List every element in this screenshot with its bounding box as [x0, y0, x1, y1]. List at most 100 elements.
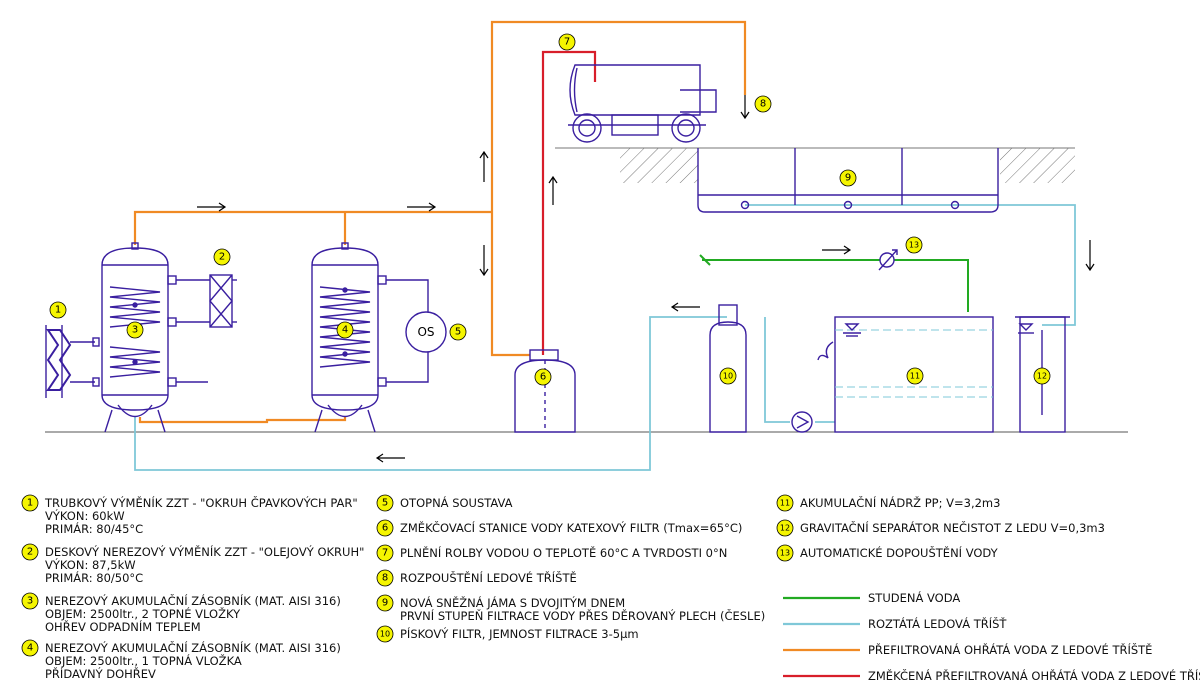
pipes-cold-water	[699, 254, 969, 312]
badge-9: 9	[839, 169, 857, 187]
badge-2: 2	[213, 248, 231, 266]
heating-system-os: OS	[405, 311, 447, 353]
svg-text:11: 11	[910, 372, 920, 381]
legend-badge-number: 2	[27, 547, 33, 558]
softening-station	[514, 349, 576, 433]
svg-text:10: 10	[723, 372, 733, 381]
legend-text: PÍSKOVÝ FILTR, JEMNOST FILTRACE 3-5μm	[400, 626, 639, 641]
color-key-label: PŘEFILTROVANÁ OHŘÁTÁ VODA Z LEDOVÉ TŘÍŠT…	[868, 642, 1152, 657]
legend-text: OHŘEV ODPADNÍM TEPLEM	[45, 619, 201, 634]
legend-text: PŘÍDAVNÝ DOHŘEV	[45, 666, 156, 681]
legend-item-1: 1 TRUBKOVÝ VÝMĚNÍK ZZT - "OKRUH ČPAVKOVÝC…	[21, 494, 358, 536]
svg-text:1: 1	[55, 305, 61, 316]
badge-8: 8	[754, 95, 772, 113]
legend-badge-number: 5	[382, 498, 388, 509]
storage-tank-3	[101, 242, 210, 433]
ice-resurfacer	[568, 64, 717, 143]
ground-hatching	[555, 147, 1075, 183]
pipes-softened-hot	[541, 50, 597, 355]
legend-item-2: 2 DESKOVÝ NEREZOVÝ VÝMĚNÍK ZZT - "OLEJOVÝ…	[21, 543, 364, 585]
accumulation-tank	[834, 316, 994, 433]
legend: 1 TRUBKOVÝ VÝMĚNÍK ZZT - "OKRUH ČPAVKOVÝC…	[21, 494, 1105, 681]
color-key-item: STUDENÁ VODA	[783, 590, 960, 605]
legend-text: OBJEM: 2500ltr., 2 TOPNÉ VLOŽKY	[45, 606, 241, 621]
svg-text:8: 8	[760, 99, 766, 110]
svg-text:4: 4	[342, 325, 348, 336]
legend-badge-number: 12	[780, 524, 790, 533]
os-label: OS	[417, 325, 434, 339]
legend-text: TRUBKOVÝ VÝMĚNÍK ZZT - "OKRUH ČPAVKOVÝCH…	[44, 495, 358, 510]
legend-text: VÝKON: 60kW	[45, 508, 125, 523]
color-key-item: PŘEFILTROVANÁ OHŘÁTÁ VODA Z LEDOVÉ TŘÍŠT…	[783, 642, 1152, 657]
color-key-item: ZMĚKČENÁ PŘEFILTROVANÁ OHŘÁTÁ VODA Z LED…	[783, 668, 1200, 683]
legend-badge-number: 4	[27, 643, 33, 654]
arrow-icon	[197, 95, 1095, 463]
legend-badge-number: 8	[382, 573, 388, 584]
legend-text: PLNĚNÍ ROLBY VODOU O TEPLOTĚ 60°C A TVRD…	[400, 545, 727, 560]
legend-item-10: 10 PÍSKOVÝ FILTR, JEMNOST FILTRACE 3-5μm	[376, 625, 639, 643]
badge-1: 1	[49, 301, 67, 319]
badge-4: 4	[336, 321, 354, 339]
legend-item-12: 12 GRAVITAČNÍ SEPARÁTOR NEČISTOT Z LEDU V…	[776, 519, 1105, 537]
color-key-label: ZMĚKČENÁ PŘEFILTROVANÁ OHŘÁTÁ VODA Z LED…	[868, 668, 1200, 683]
svg-text:9: 9	[845, 173, 851, 184]
legend-item-4: 4 NEREZOVÝ AKUMULAČNÍ ZÁSOBNÍK (MAT. AISI…	[21, 639, 341, 681]
legend-text: PRVNÍ STUPEŇ FILTRACE VODY PŘES DĚROVANÝ…	[400, 608, 765, 623]
pipes-ice-shavings	[134, 204, 1076, 471]
diagram-badges: 1 2 3 4 5 6 7 8 9 10 11 12 13	[49, 33, 1051, 386]
svg-text:2: 2	[219, 252, 225, 263]
legend-item-11: 11 AKUMULAČNÍ NÁDRŽ PP; V=3,2m3	[776, 494, 1000, 512]
legend-badge-number: 1	[27, 498, 33, 509]
legend-badge-number: 11	[780, 499, 790, 508]
svg-text:7: 7	[564, 37, 570, 48]
snow-pit	[697, 148, 999, 213]
legend-text: OBJEM: 2500ltr., 1 TOPNÁ VLOŽKA	[45, 653, 242, 668]
legend-text: AUTOMATICKÉ DOPOUŠTĚNÍ VODY	[800, 545, 999, 560]
legend-badge-number: 9	[382, 598, 388, 609]
legend-text: ROZPOUŠTĚNÍ LEDOVÉ TŘÍŠTĚ	[400, 570, 577, 585]
legend-item-5: 5 OTOPNÁ SOUSTAVA	[376, 494, 513, 512]
legend-text: DESKOVÝ NEREZOVÝ VÝMĚNÍK ZZT - "OLEJOVÝ …	[45, 544, 364, 559]
svg-text:3: 3	[132, 325, 138, 336]
color-key-label: STUDENÁ VODA	[868, 590, 960, 605]
badge-13: 13	[905, 236, 923, 254]
svg-text:6: 6	[540, 372, 546, 383]
legend-item-13: 13 AUTOMATICKÉ DOPOUŠTĚNÍ VODY	[776, 544, 999, 562]
pump-icon	[791, 411, 813, 433]
legend-badge-number: 3	[27, 596, 33, 607]
legend-text: PRIMÁR: 80/50°C	[45, 570, 143, 585]
color-key: STUDENÁ VODA ROZTÁTÁ LEDOVÁ TŘÍŠŤ PŘEFILTR…	[783, 590, 1200, 683]
sand-filter	[709, 304, 747, 433]
color-key-item: ROZTÁTÁ LEDOVÁ TŘÍŠŤ	[783, 616, 1007, 631]
legend-text: VÝKON: 87,5kW	[45, 557, 136, 572]
legend-item-6: 6 ZMĚKČOVACÍ STANICE VODY KATEXOVÝ FILTR …	[376, 519, 742, 537]
legend-badge-number: 10	[380, 630, 390, 639]
legend-text: NOVÁ SNĚŽNÁ JÁMA S DVOJITÝM DNEM	[400, 595, 625, 610]
pipes-filtered-hot	[133, 20, 747, 424]
legend-item-3: 3 NEREZOVÝ AKUMULAČNÍ ZÁSOBNÍK (MAT. AISI…	[21, 592, 341, 634]
legend-text: AKUMULAČNÍ NÁDRŽ PP; V=3,2m3	[800, 495, 1000, 510]
legend-text: OTOPNÁ SOUSTAVA	[400, 495, 513, 510]
legend-badge-number: 6	[382, 523, 388, 534]
legend-text: GRAVITAČNÍ SEPARÁTOR NEČISTOT Z LEDU V=0…	[800, 520, 1105, 535]
storage-tank-4	[311, 242, 429, 433]
legend-text: NEREZOVÝ AKUMULAČNÍ ZÁSOBNÍK (MAT. AISI …	[45, 640, 341, 655]
valve-icon	[878, 249, 898, 271]
legend-text: NEREZOVÝ AKUMULAČNÍ ZÁSOBNÍK (MAT. AISI …	[45, 593, 341, 608]
svg-text:13: 13	[909, 241, 919, 250]
svg-text:12: 12	[1037, 372, 1047, 381]
water-level-icon	[817, 323, 861, 361]
legend-item-7: 7 PLNĚNÍ ROLBY VODOU O TEPLOTĚ 60°C A TVR…	[376, 544, 727, 562]
heat-exchanger-icon	[45, 325, 100, 398]
badge-3: 3	[126, 321, 144, 339]
legend-badge-number: 7	[382, 548, 388, 559]
badge-7: 7	[558, 33, 576, 51]
legend-text: ZMĚKČOVACÍ STANICE VODY KATEXOVÝ FILTR (…	[400, 520, 742, 535]
legend-badge-number: 13	[780, 549, 790, 558]
svg-text:5: 5	[455, 327, 461, 338]
badge-5: 5	[449, 323, 467, 341]
heat-exchanger-icon	[209, 274, 237, 328]
badge-11: 11	[906, 367, 924, 385]
